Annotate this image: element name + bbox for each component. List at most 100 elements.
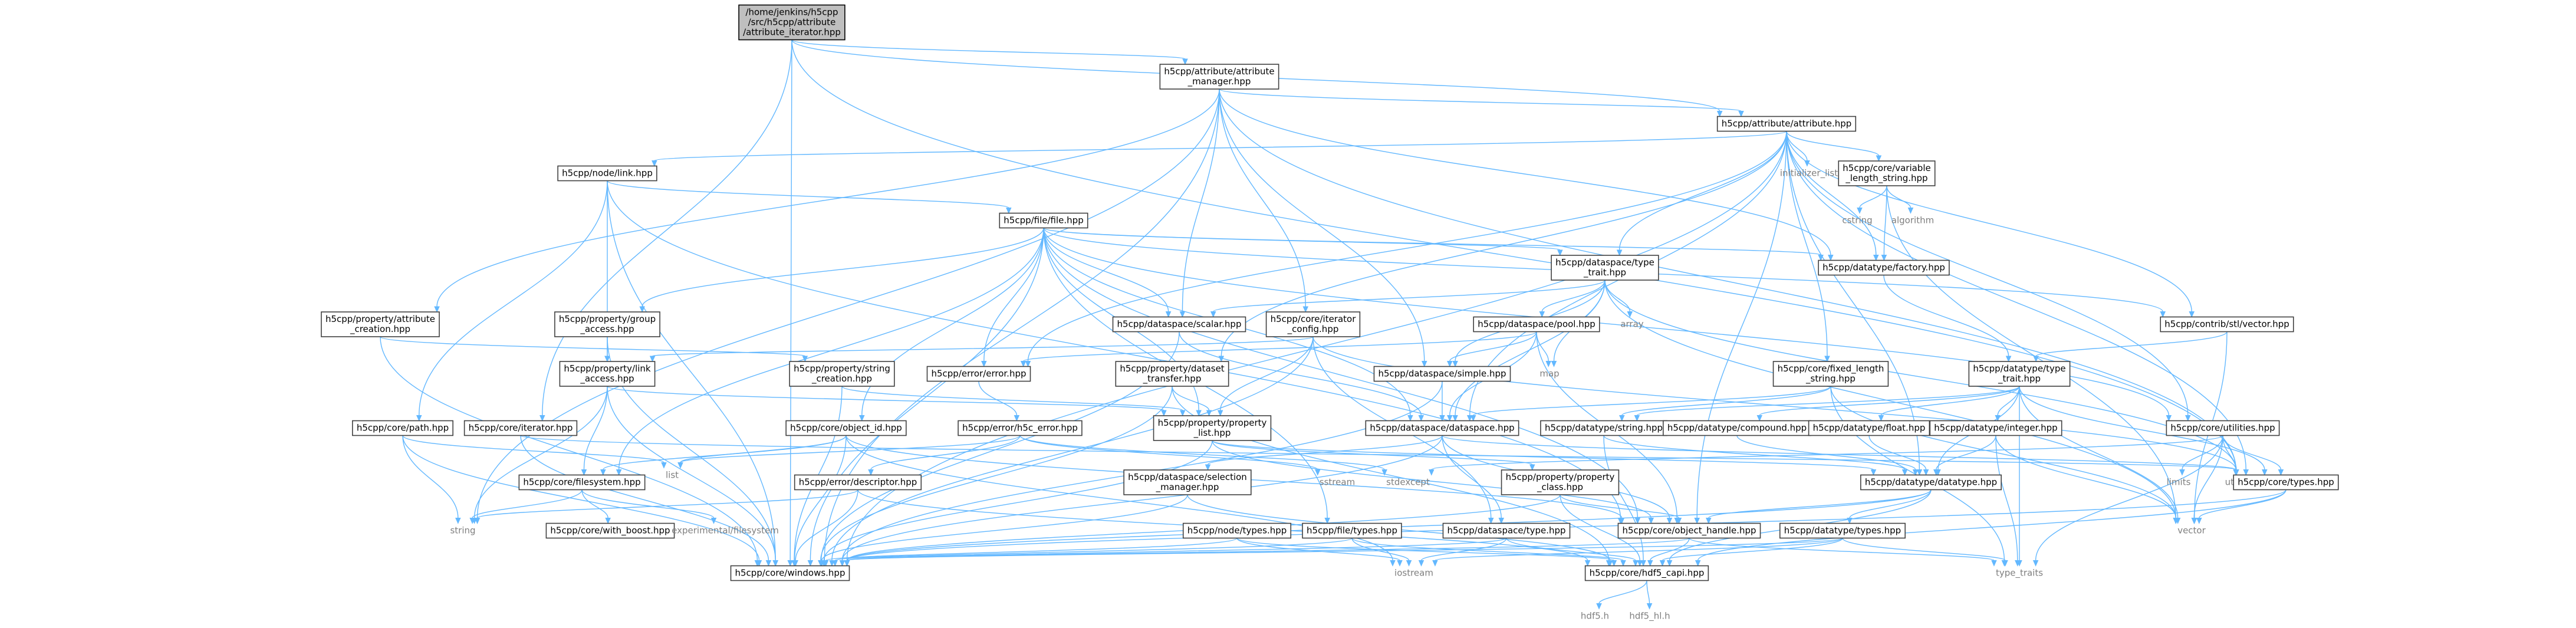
node-label: h5cpp/dataspace/selection <box>1128 472 1247 482</box>
edge-line <box>1618 131 1787 251</box>
edge-link-to-file <box>607 180 1012 214</box>
edge-line <box>402 435 664 463</box>
node-types[interactable]: h5cpp/core/types.hpp <box>2233 474 2339 491</box>
node-dtfactory[interactable]: h5cpp/datatype/factory.hpp <box>1818 259 1950 276</box>
node-path[interactable]: h5cpp/core/path.hpp <box>352 420 453 436</box>
edge-arrowhead <box>1551 361 1557 367</box>
node-nodetypes[interactable]: h5cpp/node/types.hpp <box>1182 522 1292 539</box>
edge-arrowhead <box>981 361 987 367</box>
edge-line <box>1650 538 1690 561</box>
node-label: _config.hpp <box>1287 324 1339 335</box>
node-label: list <box>666 470 679 481</box>
node-propclass[interactable]: h5cpp/property/property_class.hpp <box>1501 469 1620 495</box>
node-utilities[interactable]: h5cpp/core/utilities.hpp <box>2166 420 2280 436</box>
node-objid[interactable]: h5cpp/core/object_id.hpp <box>785 420 907 436</box>
node-label: h5cpp/core/variable <box>1843 163 1930 173</box>
edge-objid-to-filesystem <box>600 435 847 476</box>
node-selmgr[interactable]: h5cpp/dataspace/selection_manager.hpp <box>1123 469 1252 495</box>
node-withboost[interactable]: h5cpp/core/with_boost.hpp <box>545 522 675 539</box>
node-box <box>1159 64 1279 90</box>
node-hdf5capi[interactable]: h5cpp/core/hdf5_capi.hpp <box>1584 565 1709 581</box>
node-box <box>730 565 850 581</box>
node-simple[interactable]: h5cpp/dataspace/simple.hpp <box>1373 366 1511 382</box>
node-box <box>1540 420 1667 436</box>
edge-arrowhead <box>1907 208 1914 214</box>
edge-path-to-windows <box>402 435 762 567</box>
node-stdvec[interactable]: h5cpp/contrib/stl/vector.hpp <box>2160 316 2294 333</box>
node-box <box>2166 420 2280 436</box>
node-pool[interactable]: h5cpp/dataspace/pool.hpp <box>1473 316 1600 333</box>
node-proplist[interactable]: h5cpp/property/property_list.hpp <box>1153 415 1272 441</box>
node-label: vector <box>2177 525 2206 536</box>
node-box <box>1115 361 1229 387</box>
node-link[interactable]: h5cpp/node/link.hpp <box>557 165 657 182</box>
node-float[interactable]: h5cpp/datatype/float.hpp <box>1808 420 1930 436</box>
edge-root-to-windows <box>787 40 794 567</box>
node-dstrait[interactable]: h5cpp/dataspace/type_trait.hpp <box>1551 255 1659 281</box>
node-attr[interactable]: h5cpp/attribute/attribute.hpp <box>1716 116 1857 132</box>
node-compound[interactable]: h5cpp/datatype/compound.hpp <box>1663 420 1811 436</box>
edge-line <box>652 336 1314 357</box>
node-propstr[interactable]: h5cpp/property/string_creation.hpp <box>789 361 895 387</box>
edge-arrowhead <box>1539 311 1545 318</box>
edge-line <box>1219 88 1831 255</box>
node-root[interactable]: /home/jenkins/h5cpp/src/h5cpp/attribute/… <box>738 4 845 41</box>
edge-line <box>1182 88 1220 312</box>
node-iterator[interactable]: h5cpp/core/iterator.hpp <box>463 420 578 436</box>
node-label: hdf5.h <box>1581 611 1609 622</box>
node-scalar[interactable]: h5cpp/dataspace/scalar.hpp <box>1112 316 1246 333</box>
node-fixedlen[interactable]: h5cpp/core/fixed_length_string.hpp <box>1772 361 1889 387</box>
node-objhandle[interactable]: h5cpp/core/object_handle.hpp <box>1617 522 1761 539</box>
edge-arrowhead <box>474 518 481 524</box>
edge-utilities-to-limits <box>2179 435 2223 476</box>
edge-fixedlen-to-dataspace <box>1470 386 1831 422</box>
node-am[interactable]: h5cpp/attribute/attribute_manager.hpp <box>1159 64 1279 90</box>
edge-am-to-simple <box>1219 88 1427 367</box>
node-dataspace[interactable]: h5cpp/dataspace/dataspace.hpp <box>1365 420 1519 436</box>
node-itercfg[interactable]: h5cpp/core/iterator_config.hpp <box>1265 311 1361 337</box>
edge-filesystem-to-expfs <box>581 489 717 524</box>
edge-arrowhead <box>2191 518 2197 524</box>
node-dtstring[interactable]: h5cpp/datatype/string.hpp <box>1540 420 1667 436</box>
edge-arrowhead <box>2243 469 2249 476</box>
node-windows[interactable]: h5cpp/core/windows.hpp <box>730 565 850 581</box>
node-h5cerr[interactable]: h5cpp/error/h5c_error.hpp <box>958 420 1083 436</box>
edge-line <box>2182 435 2223 470</box>
node-descriptor[interactable]: h5cpp/error/descriptor.hpp <box>794 474 922 491</box>
node-dstype[interactable]: h5cpp/dataspace/type.hpp <box>1442 522 1571 539</box>
edge-arrowhead <box>1006 208 1012 214</box>
edge-dataspace-to-types <box>1442 435 2239 476</box>
node-array: array <box>1620 319 1643 330</box>
edge-line <box>1786 131 1880 156</box>
node-dttypes[interactable]: h5cpp/datatype/types.hpp <box>1779 522 1906 539</box>
edge-types-to-vector <box>2196 489 2287 524</box>
node-error[interactable]: h5cpp/error/error.hpp <box>926 366 1031 382</box>
node-box <box>1265 311 1361 337</box>
node-file[interactable]: h5cpp/file/file.hpp <box>999 212 1088 229</box>
node-propgroup[interactable]: h5cpp/property/group_access.hpp <box>554 311 660 337</box>
node-box <box>1365 420 1519 436</box>
edge-arrowhead <box>1659 560 1666 567</box>
node-filesystem[interactable]: h5cpp/core/filesystem.hpp <box>518 474 646 491</box>
node-filetypes[interactable]: h5cpp/file/types.hpp <box>1302 522 1402 539</box>
edge-arrowhead <box>832 560 838 567</box>
edge-h5cerr-to-stdexcept <box>1019 435 1387 476</box>
node-box <box>321 311 440 337</box>
node-proplink[interactable]: h5cpp/property/link_access.hpp <box>559 361 656 387</box>
edge-line <box>1886 185 1912 208</box>
node-box <box>557 165 657 182</box>
node-dttrait[interactable]: h5cpp/datatype/type_trait.hpp <box>1968 361 2071 387</box>
node-propattr[interactable]: h5cpp/property/attribute_creation.hpp <box>321 311 440 337</box>
node-integer[interactable]: h5cpp/datatype/integer.hpp <box>1929 420 2062 436</box>
node-datatype[interactable]: h5cpp/datatype/datatype.hpp <box>1860 474 2002 491</box>
node-label: _trait.hpp <box>1998 373 2041 384</box>
node-varlen[interactable]: h5cpp/core/variable_length_string.hpp <box>1838 160 1936 186</box>
node-label: h5cpp/datatype/compound.hpp <box>1667 423 1807 433</box>
edge-line <box>581 489 715 519</box>
edge-path-to-list <box>402 435 667 469</box>
node-box <box>1617 522 1761 539</box>
edge-arrowhead <box>787 560 794 567</box>
node-dsxfer[interactable]: h5cpp/property/dataset_transfer.hpp <box>1115 361 1229 387</box>
edge-itercfg-to-proplist <box>1217 336 1314 417</box>
node-label: h5cpp/file/file.hpp <box>1004 215 1083 226</box>
